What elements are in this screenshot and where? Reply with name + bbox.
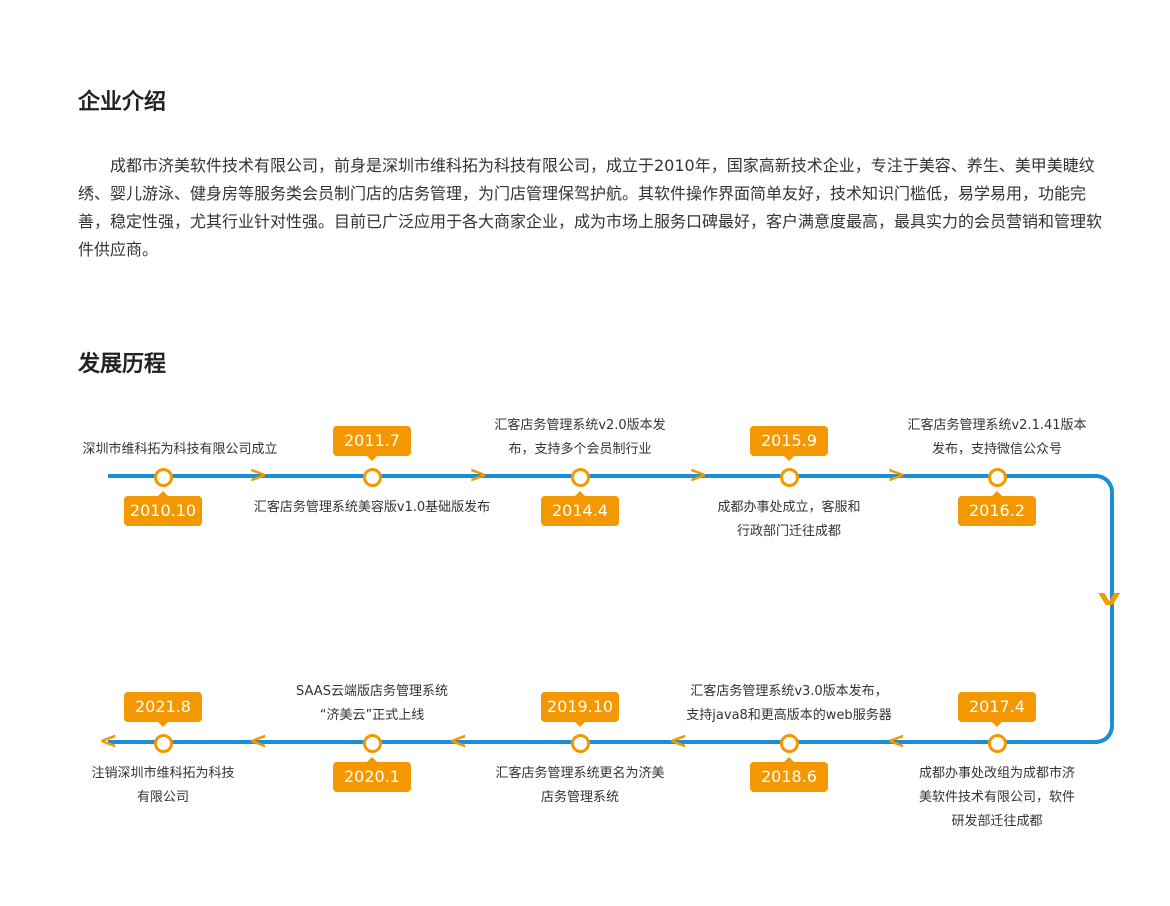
timeline-node bbox=[363, 734, 382, 753]
timeline-node bbox=[571, 468, 590, 487]
event-description: 汇客店务管理系统v2.1.41版本发布，支持微信公众号 bbox=[882, 414, 1112, 462]
intro-paragraph: 成都市济美软件技术有限公司，前身是深圳市维科拓为科技有限公司，成立于2010年，… bbox=[78, 156, 1103, 259]
event-text-line: 汇客店务管理系统v2.1.41版本 bbox=[907, 418, 1087, 433]
event-text-line: 有限公司 bbox=[136, 790, 189, 805]
event-description: 汇客店务管理系统更名为济美店务管理系统 bbox=[465, 762, 695, 810]
event-text-line: 汇客店务管理系统美容版v1.0基础版发布 bbox=[253, 500, 491, 515]
timeline-node bbox=[780, 734, 799, 753]
date-badge: 2011.7 bbox=[333, 426, 411, 461]
arrow-right-icon: > bbox=[249, 463, 268, 488]
event-text-line: 店务管理系统 bbox=[540, 790, 619, 805]
event-description: 成都办事处改组为成都市济美软件技术有限公司，软件研发部迁往成都 bbox=[882, 762, 1112, 834]
event-description: 汇客店务管理系统v2.0版本发布，支持多个会员制行业 bbox=[465, 414, 695, 462]
event-text-line: 汇客店务管理系统更名为济美 bbox=[495, 766, 665, 781]
timeline-node bbox=[571, 734, 590, 753]
event-description: SAAS云端版店务管理系统 “济美云”正式上线 bbox=[257, 680, 487, 728]
date-badge: 2015.9 bbox=[750, 426, 828, 461]
date-badge: 2016.2 bbox=[958, 491, 1036, 526]
timeline-bottom-line bbox=[108, 740, 1098, 744]
date-badge: 2018.6 bbox=[750, 757, 828, 792]
timeline-corner-bottom bbox=[1082, 712, 1114, 744]
event-text-line: 布，支持多个会员制行业 bbox=[508, 442, 652, 457]
event-text-line: 发布，支持微信公众号 bbox=[931, 442, 1062, 457]
event-text-line: 行政部门迁往成都 bbox=[736, 524, 841, 539]
event-description: 成都办事处成立，客服和行政部门迁往成都 bbox=[674, 496, 904, 544]
timeline-node bbox=[363, 468, 382, 487]
event-text-line: 汇客店务管理系统v3.0版本发布， bbox=[690, 684, 888, 699]
event-text-line: 支持java8和更高版本的web服务器 bbox=[686, 708, 892, 723]
arrow-left-icon: < bbox=[99, 729, 118, 754]
date-badge: 2020.1 bbox=[333, 757, 411, 792]
event-text-line: 汇客店务管理系统v2.0版本发 bbox=[494, 418, 666, 433]
event-text-line: SAAS云端版店务管理系统 bbox=[296, 684, 448, 699]
timeline-node bbox=[154, 734, 173, 753]
arrow-left-icon: < bbox=[449, 729, 468, 754]
date-badge: 2014.4 bbox=[541, 491, 619, 526]
arrow-left-icon: < bbox=[669, 729, 688, 754]
arrow-left-icon: < bbox=[887, 729, 906, 754]
event-text-line: “济美云”正式上线 bbox=[319, 708, 425, 723]
event-description: 深圳市维科拓为科技有限公司成立 bbox=[60, 438, 300, 462]
timeline-top-line bbox=[108, 474, 1098, 478]
arrow-right-icon: > bbox=[689, 463, 708, 488]
history-title: 发展历程 bbox=[78, 352, 167, 377]
timeline-node bbox=[988, 734, 1007, 753]
arrow-right-icon: > bbox=[469, 463, 488, 488]
event-description: 注销深圳市维科拓为科技有限公司 bbox=[48, 762, 278, 810]
event-text-line: 美软件技术有限公司，软件 bbox=[918, 790, 1075, 805]
event-description: 汇客店务管理系统v3.0版本发布， 支持java8和更高版本的web服务器 bbox=[674, 680, 904, 728]
event-text-line: 成都办事处成立，客服和 bbox=[717, 500, 861, 515]
timeline-corner-top bbox=[1082, 474, 1114, 506]
event-text-line: 深圳市维科拓为科技有限公司成立 bbox=[82, 442, 278, 457]
event-description: 汇客店务管理系统美容版v1.0基础版发布 bbox=[222, 496, 522, 520]
event-text-line: 研发部迁往成都 bbox=[951, 814, 1043, 829]
event-text-line: 注销深圳市维科拓为科技 bbox=[91, 766, 235, 781]
date-badge: 2019.10 bbox=[541, 692, 619, 727]
arrow-down-icon: v bbox=[1097, 586, 1121, 611]
arrow-right-icon: > bbox=[887, 463, 906, 488]
event-text-line: 成都办事处改组为成都市济 bbox=[918, 766, 1075, 781]
timeline-node bbox=[154, 468, 173, 487]
date-badge: 2010.10 bbox=[124, 491, 202, 526]
timeline-right-line bbox=[1110, 500, 1114, 716]
date-badge: 2017.4 bbox=[958, 692, 1036, 727]
arrow-left-icon: < bbox=[249, 729, 268, 754]
date-badge: 2021.8 bbox=[124, 692, 202, 727]
intro-title: 企业介绍 bbox=[78, 90, 167, 115]
timeline-node bbox=[988, 468, 1007, 487]
timeline-node bbox=[780, 468, 799, 487]
